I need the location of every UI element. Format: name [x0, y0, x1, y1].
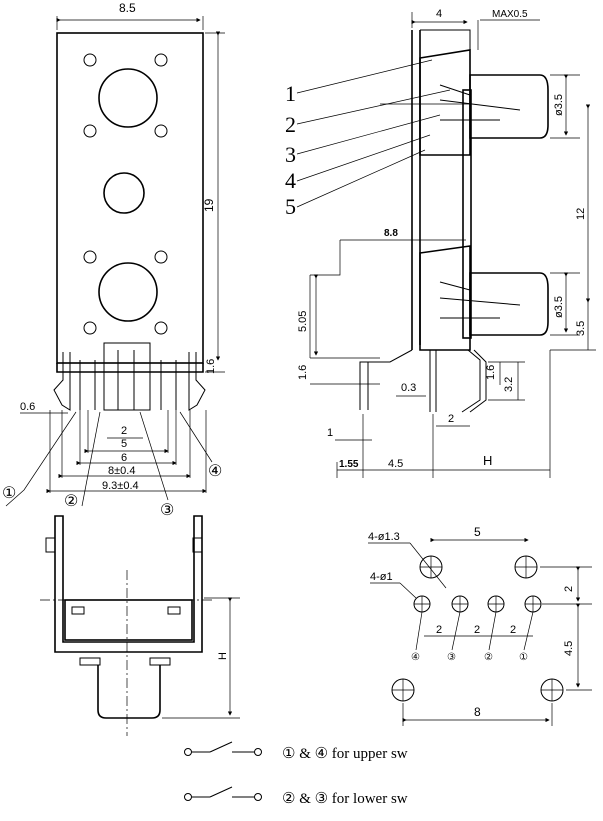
side-view: 4 MAX0.5 1 2 3 4 5 ø3.5 ø3.5 12 3.5 8.8 …	[285, 8, 596, 478]
lead-2-label: 2	[448, 413, 454, 425]
front-button-top	[98, 68, 158, 128]
lead-1-label: 1	[327, 427, 333, 439]
front-lead-right-outer	[188, 352, 206, 411]
small-pitch-3-label: 2	[510, 624, 516, 636]
small-pitch-1-label: 2	[436, 624, 442, 636]
part-2-label: 2	[285, 112, 296, 137]
front-lead-mid	[117, 350, 135, 410]
side-width-label: 4	[436, 8, 442, 20]
legend-lower-text: ② & ③ for lower sw	[282, 791, 408, 807]
big-hole-label: 4-ø1.3	[368, 531, 400, 543]
lower-switch-body	[419, 245, 471, 351]
front-height-label: 19	[202, 198, 216, 212]
bottom-bracket	[54, 515, 203, 653]
front-lead-3	[160, 360, 177, 410]
lead-155-label: 1.55	[339, 459, 359, 470]
lead-45-label: 4.5	[388, 458, 403, 470]
pin-4-marker: ④	[208, 463, 222, 480]
front-mount-holes	[83, 53, 168, 335]
footprint-small-holes	[413, 595, 542, 613]
lead-03-label: 0.3	[401, 382, 416, 394]
fp-pin-3: ③	[447, 652, 456, 663]
fp-pin-2: ②	[484, 652, 493, 663]
front-view: 8.5 19 1.6 0.6 2 5 6 8±0.4 9.3±0.4 ① ② ③…	[2, 1, 225, 519]
front-button-bottom	[98, 262, 158, 322]
lower-actuator	[469, 272, 549, 336]
bottom-pitch-label: 8	[474, 705, 481, 719]
bottom-stem	[97, 665, 161, 719]
pitch-6-label: 6	[121, 452, 127, 464]
pin-3-marker: ③	[160, 502, 174, 519]
offset-35-label: 3.5	[575, 321, 587, 336]
dia-top-label: ø3.5	[553, 94, 565, 116]
legend-upper-text: ① & ④ for upper sw	[282, 746, 408, 762]
side-max-label: MAX0.5	[492, 9, 528, 20]
pitch-5-label: 5	[121, 438, 127, 450]
front-base-label: 1.6	[205, 359, 217, 374]
pitch-2-label: 2	[121, 425, 127, 437]
switch-symbol-lower	[184, 786, 262, 801]
bottom-window	[64, 599, 193, 641]
front-width-label: 8.5	[119, 1, 136, 15]
front-lead-left-outer	[53, 352, 71, 411]
front-lead-center	[103, 342, 151, 411]
side-lead-center	[429, 350, 437, 412]
part-1-label: 1	[285, 81, 296, 106]
dia-bottom-label: ø3.5	[553, 296, 565, 318]
front-lead-2	[79, 360, 96, 410]
height-505-label: 5.05	[297, 311, 309, 332]
lead-H-label: H	[483, 453, 492, 468]
pitch-8-label: 8±0.4	[108, 465, 135, 477]
pin-2-marker: ②	[64, 493, 78, 510]
front-pin-dia-label: 0.6	[20, 401, 35, 413]
footprint-view: 4-ø1.3 4-ø1 5 2 4.5 2 2 2 ④ ③ ② ① 8	[368, 525, 592, 726]
bottom-view: H	[40, 515, 240, 736]
lead-16-left-label: 1.6	[297, 365, 309, 380]
part-3-label: 3	[285, 142, 296, 167]
span-88-label: 8.8	[384, 228, 398, 239]
vertical-45-label: 4.5	[563, 641, 575, 656]
part-5-label: 5	[285, 194, 296, 219]
switch-legend: ① & ④ for upper sw ② & ③ for lower sw	[184, 741, 408, 807]
side-lead-left	[359, 349, 413, 410]
row-gap-label: 2	[563, 586, 575, 592]
small-pitch-2-label: 2	[474, 624, 480, 636]
upper-switch-body	[419, 49, 471, 156]
front-base	[56, 363, 204, 373]
part-4-label: 4	[285, 168, 296, 193]
pin-1-marker: ①	[2, 485, 16, 502]
pitch-93-label: 9.3±0.4	[102, 480, 139, 492]
front-body-outline	[56, 32, 204, 364]
fp-pin-1: ①	[519, 652, 528, 663]
lead-16-right-label: 1.6	[485, 365, 497, 380]
front-button-middle	[103, 172, 145, 214]
top-pitch-label: 5	[474, 525, 481, 539]
side-lead-right	[461, 349, 487, 413]
switch-symbol-upper	[184, 741, 262, 756]
lead-32-label: 3.2	[503, 377, 515, 392]
pitch-12-label: 12	[575, 208, 587, 220]
upper-actuator	[469, 74, 549, 139]
small-hole-label: 4-ø1	[370, 571, 393, 583]
fp-pin-4: ④	[411, 652, 420, 663]
bottom-H-label: H	[217, 652, 229, 660]
